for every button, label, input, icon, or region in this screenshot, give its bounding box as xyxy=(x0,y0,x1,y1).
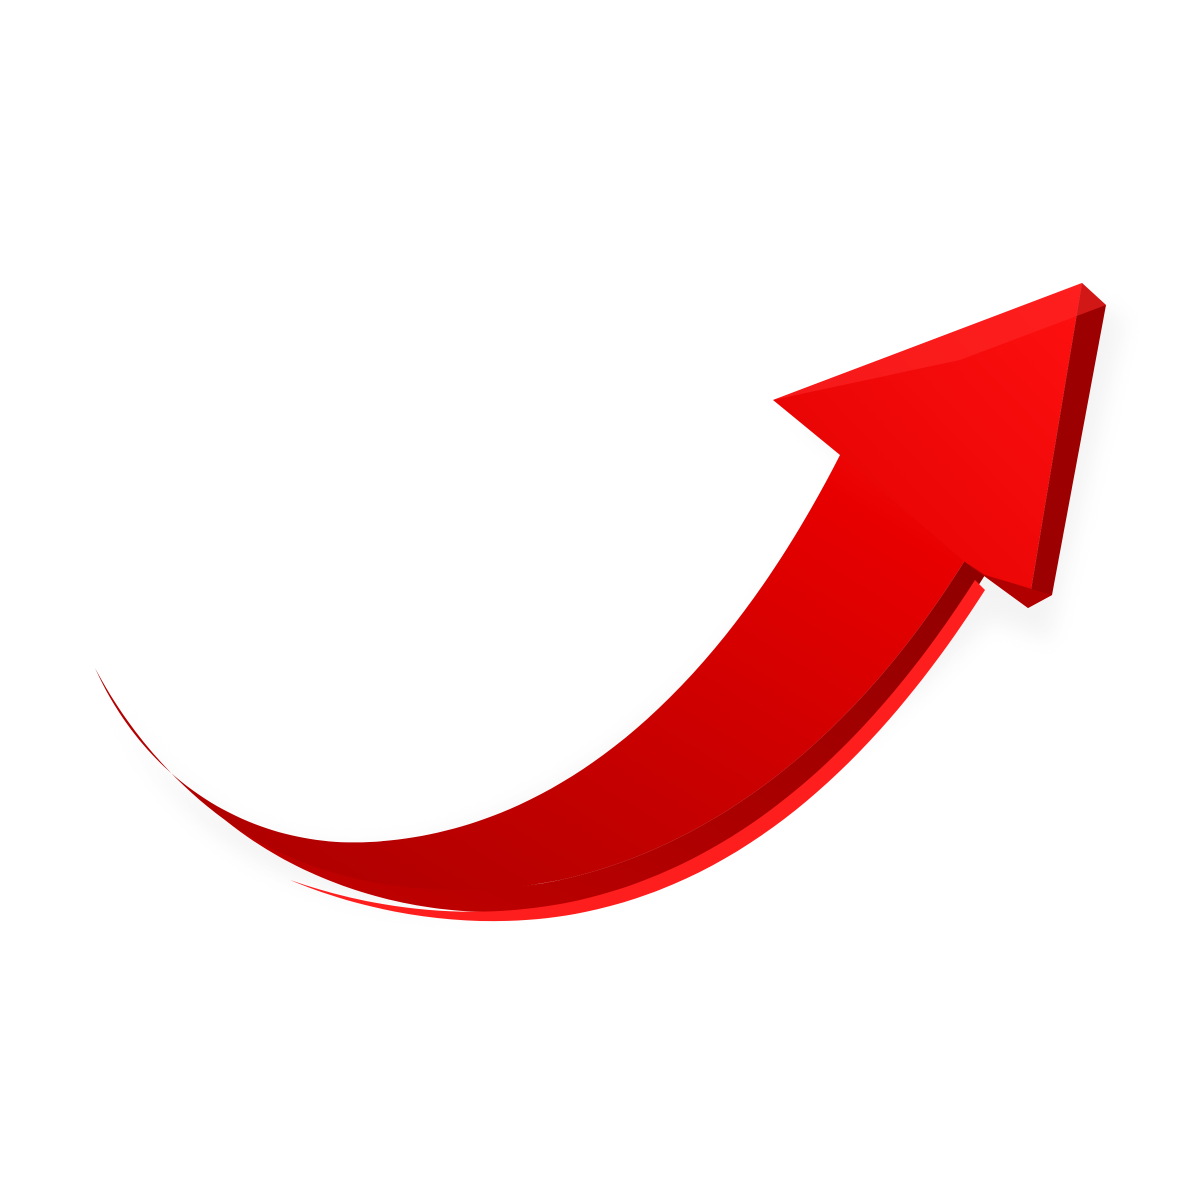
arrow-bottom-highlight xyxy=(290,580,985,922)
arrow-shaft-face xyxy=(95,360,965,890)
arrow-head-side xyxy=(1028,283,1106,608)
arrow-head-top-edge xyxy=(773,283,1106,400)
arrow-shaft-side xyxy=(225,560,985,913)
arrow-head-face xyxy=(773,283,1082,608)
arrow-head-inner-side xyxy=(965,562,1052,608)
